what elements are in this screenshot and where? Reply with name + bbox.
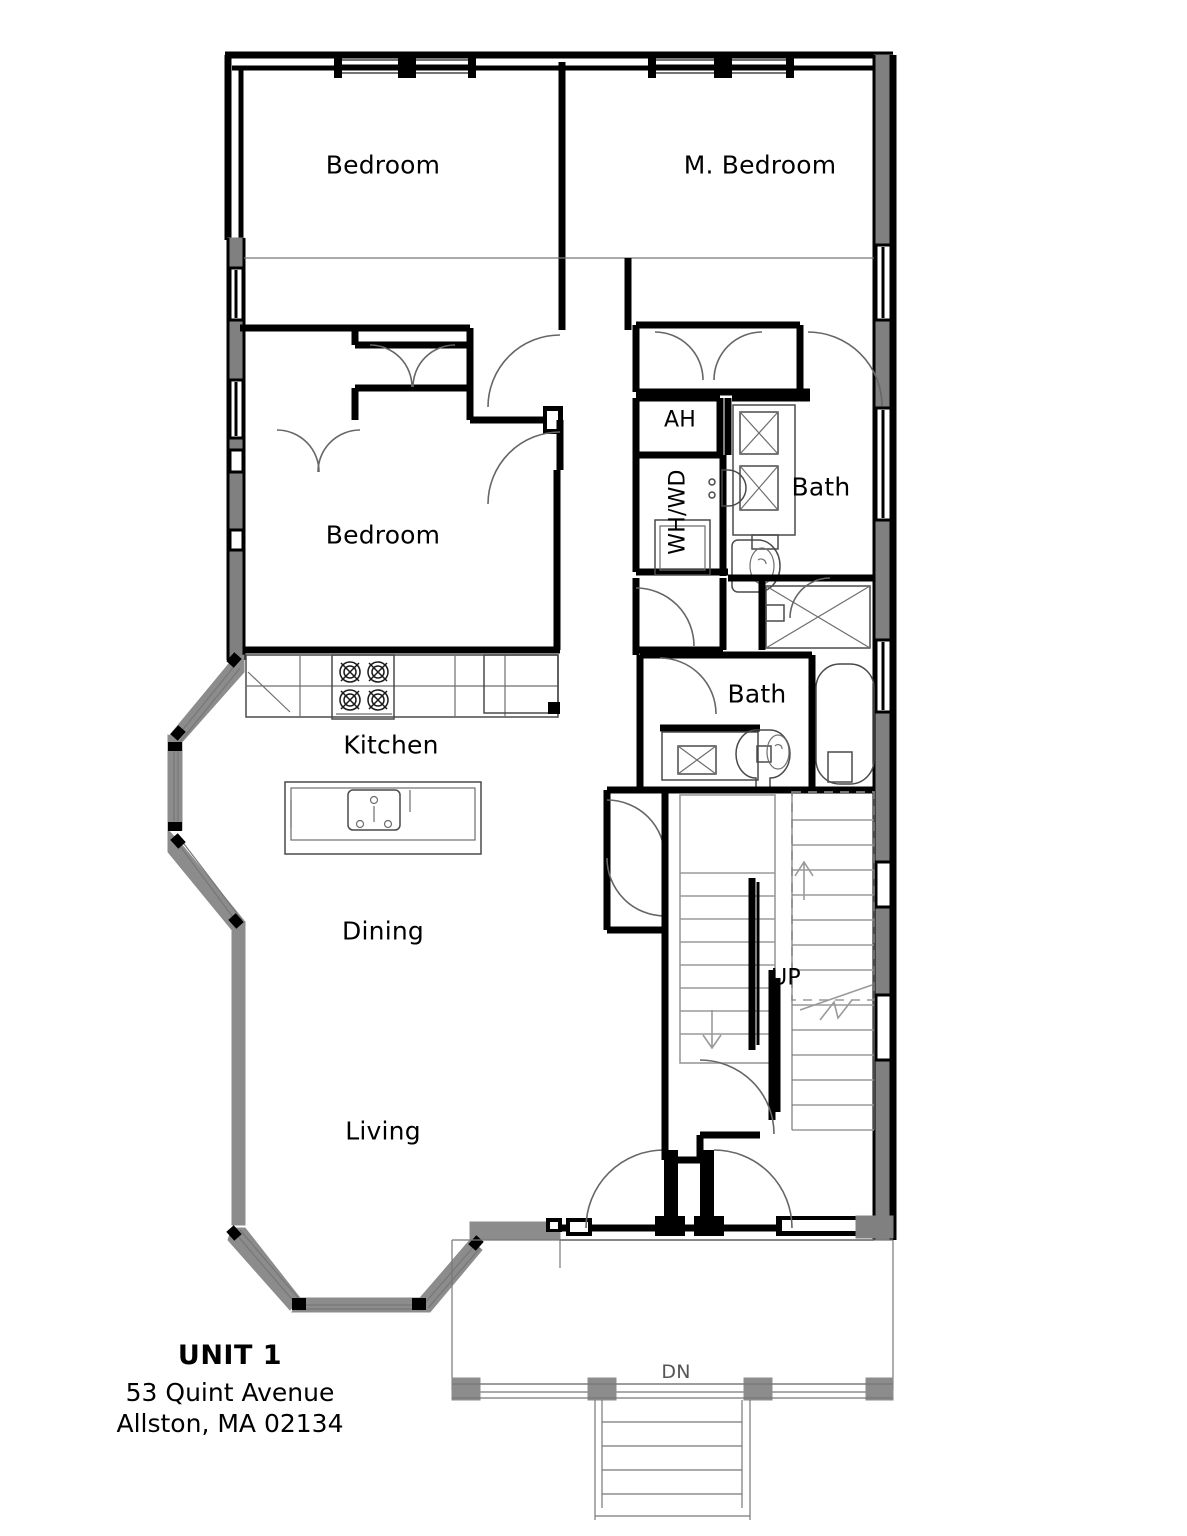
window-left-4: [228, 528, 245, 552]
window-right-5: [874, 993, 893, 1062]
annotation-water-heater-washer-dryer: WH/WD: [665, 469, 691, 555]
kitchen-fixtures: [245, 654, 560, 855]
window-right-3: [874, 638, 893, 714]
interior-walls-upper: [240, 62, 883, 654]
window-left-2: [228, 378, 245, 440]
annotation-deck-down: DN: [661, 1361, 691, 1383]
rear-steps: [559, 1240, 751, 1520]
window-top-bedroom: [334, 52, 476, 78]
bath-lower-fixtures: [636, 651, 875, 794]
stair-down-run: [679, 794, 776, 1064]
bath-upper-fixtures: [632, 394, 874, 655]
window-left-1: [228, 266, 245, 322]
stair-core: [603, 786, 875, 1164]
room-label-bedroom-middle: Bedroom: [325, 520, 441, 550]
room-label-master-bedroom: M. Bedroom: [683, 150, 837, 180]
room-label-bath-upper: Bath: [791, 472, 851, 502]
bay-window-wall: [167, 652, 562, 1313]
room-label-living: Living: [345, 1116, 421, 1146]
annotation-stair-up: UP: [771, 965, 801, 991]
window-right-4: [874, 860, 893, 909]
rear-deck: [451, 1239, 894, 1520]
unit-number: UNIT 1: [177, 1340, 283, 1371]
room-label-bath-lower: Bath: [727, 679, 787, 709]
city-state-zip: Allston, MA 02134: [116, 1409, 344, 1438]
stair-up-run: [791, 791, 875, 1131]
mechanical-closet: [632, 394, 747, 576]
room-label-kitchen: Kitchen: [343, 730, 439, 760]
annotation-air-handler: AH: [664, 407, 696, 433]
window-right-2: [874, 406, 893, 522]
title-block: UNIT 1 53 Quint Avenue Allston, MA 02134: [20, 1340, 440, 1439]
room-label-dining: Dining: [342, 916, 424, 946]
window-top-master: [648, 52, 794, 78]
street-address: 53 Quint Avenue: [125, 1378, 335, 1407]
window-right-1: [874, 243, 893, 322]
rear-wall: [560, 1149, 894, 1241]
entry-doors: [661, 1059, 775, 1160]
room-label-bedroom-north: Bedroom: [325, 150, 441, 180]
exterior-walls: [224, 51, 897, 1241]
window-left-3: [228, 448, 245, 474]
